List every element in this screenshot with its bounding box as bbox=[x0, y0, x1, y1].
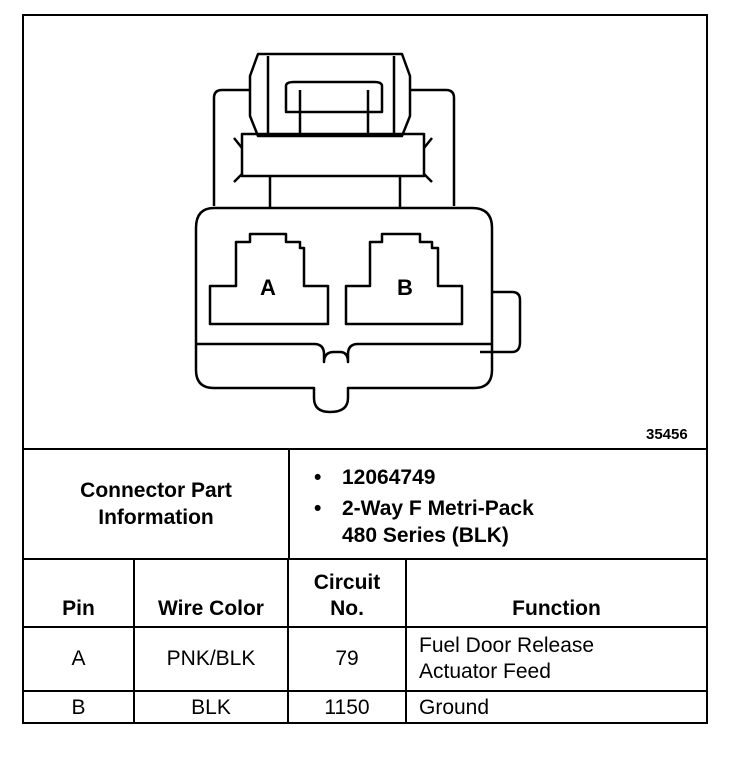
connector-sheet: A B 35456 Connector Part Information • 1… bbox=[22, 14, 708, 724]
connector-drawing: A B bbox=[194, 52, 522, 414]
function-line2: Actuator Feed bbox=[419, 660, 551, 683]
circuit-cell: 1150 bbox=[287, 690, 407, 724]
bullet: • bbox=[314, 497, 322, 520]
header-wire-color: Wire Color bbox=[133, 560, 289, 628]
connector-diagram: A B 35456 bbox=[24, 16, 706, 450]
part-info-label-line1: Connector Part bbox=[80, 479, 232, 502]
bullet: • bbox=[314, 466, 322, 489]
housing-body bbox=[194, 206, 522, 414]
part-number-row: • 12064749 bbox=[314, 464, 534, 491]
pin-cell: A bbox=[24, 626, 135, 692]
function-cell: Fuel Door Release Actuator Feed bbox=[405, 626, 706, 692]
cavity-a-outline bbox=[208, 232, 330, 326]
function-cell: Ground bbox=[405, 690, 706, 724]
part-info-label: Connector Part Information bbox=[24, 450, 290, 558]
pin-table: Pin Wire Color Circuit No. Function A PN… bbox=[24, 560, 706, 724]
latch-shape bbox=[248, 52, 412, 138]
pin-table-header: Pin Wire Color Circuit No. Function bbox=[24, 560, 706, 628]
header-circuit-line1: Circuit bbox=[313, 571, 381, 594]
table-row: A PNK/BLK 79 Fuel Door Release Actuator … bbox=[24, 626, 706, 692]
header-function: Function bbox=[405, 560, 706, 628]
header-circuit: Circuit No. bbox=[287, 560, 407, 628]
part-desc-line2: 480 Series (BLK) bbox=[342, 524, 509, 547]
part-desc-line1: 2-Way F Metri-Pack bbox=[342, 497, 534, 520]
table-row: B BLK 1150 Ground bbox=[24, 690, 706, 724]
wire-color-cell: BLK bbox=[133, 690, 289, 724]
part-info-values: • 12064749 • 2-Way F Metri-Pack 480 Seri… bbox=[314, 464, 534, 549]
header-pin: Pin bbox=[24, 560, 135, 628]
part-info-section: Connector Part Information • 12064749 • … bbox=[24, 450, 706, 560]
part-desc: 2-Way F Metri-Pack 480 Series (BLK) bbox=[342, 495, 534, 549]
part-info-label-line2: Information bbox=[98, 506, 214, 529]
cavity-b-label: B bbox=[397, 275, 413, 300]
part-number: 12064749 bbox=[342, 466, 436, 489]
figure-id: 35456 bbox=[646, 426, 688, 443]
pin-cell: B bbox=[24, 690, 135, 724]
circuit-cell: 79 bbox=[287, 626, 407, 692]
part-desc-row: • 2-Way F Metri-Pack 480 Series (BLK) bbox=[314, 495, 534, 549]
function-line1: Fuel Door Release bbox=[419, 634, 595, 657]
housing-top bbox=[212, 88, 456, 208]
cavity-b-outline bbox=[344, 232, 464, 326]
wire-color-cell: PNK/BLK bbox=[133, 626, 289, 692]
cavity-a-label: A bbox=[260, 275, 276, 300]
header-circuit-line2: No. bbox=[330, 597, 364, 620]
